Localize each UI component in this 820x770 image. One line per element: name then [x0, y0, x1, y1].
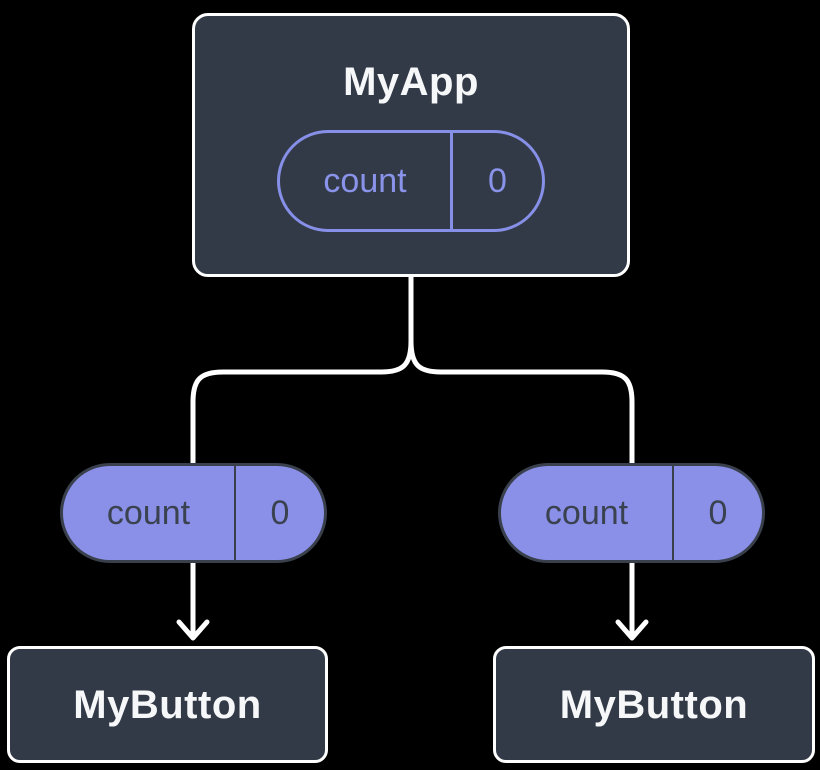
- prop-pill-name-segment: count: [63, 466, 236, 560]
- connector-branch-left: [190, 338, 414, 640]
- component-title: MyApp: [343, 60, 479, 104]
- state-pill-value-segment: 0: [453, 133, 542, 229]
- component-node-mybutton-left: MyButton: [7, 646, 328, 763]
- prop-name-label: count: [106, 493, 191, 532]
- prop-pill-value-segment: 0: [674, 466, 762, 560]
- component-title: MyButton: [559, 682, 749, 727]
- connector-branch-right: [408, 338, 635, 640]
- state-pill-name-segment: count: [280, 133, 453, 229]
- state-pill: count 0: [277, 130, 545, 232]
- component-node-mybutton-right: MyButton: [493, 646, 815, 763]
- prop-pill-left: count 0: [60, 463, 327, 563]
- prop-pill-name-segment: count: [501, 466, 674, 560]
- component-node-myapp: MyApp count 0: [192, 13, 630, 277]
- state-name-label: count: [323, 161, 407, 200]
- state-value-label: 0: [488, 161, 507, 200]
- prop-value-label: 0: [708, 493, 728, 532]
- arrowhead-left-icon: [176, 619, 210, 641]
- component-title: MyButton: [73, 682, 262, 727]
- arrowhead-right-icon: [615, 619, 649, 641]
- prop-pill-value-segment: 0: [236, 466, 324, 560]
- prop-pill-right: count 0: [498, 463, 765, 563]
- prop-value-label: 0: [270, 493, 290, 532]
- prop-name-label: count: [544, 493, 629, 532]
